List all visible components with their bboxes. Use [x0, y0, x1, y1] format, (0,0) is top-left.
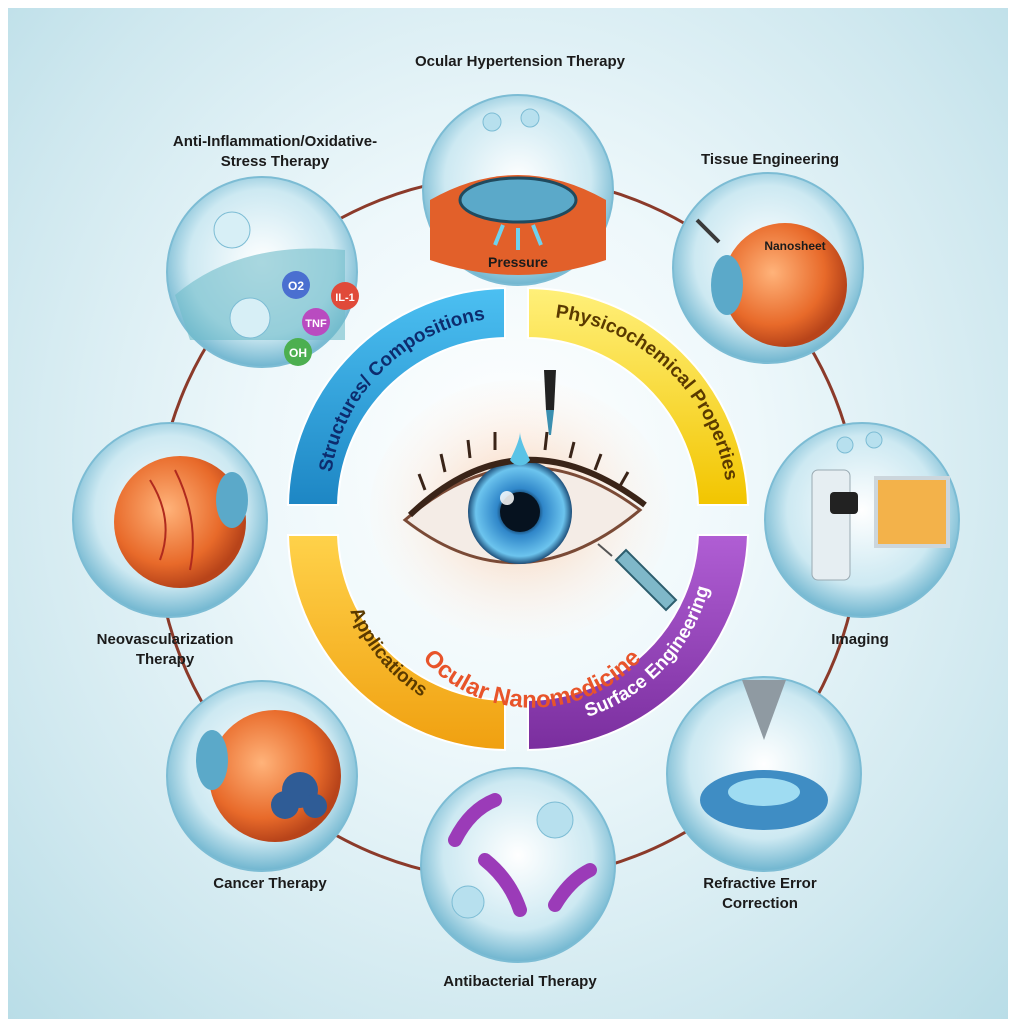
- bubble-tissue-engineering: Nanosheet: [673, 173, 863, 363]
- bubble-anti-inflammation: O2 IL-1 TNF OH: [167, 177, 359, 367]
- bubble-imaging: [765, 423, 959, 617]
- label-anti-inflammation: Anti-Inflammation/Oxidative- Stress Ther…: [130, 132, 420, 172]
- oh-label: OH: [289, 346, 307, 360]
- label-ocular-hypertension: Ocular Hypertension Therapy: [360, 52, 680, 72]
- bubble-cancer: [167, 681, 357, 871]
- label-imaging: Imaging: [800, 630, 920, 650]
- label-neovascularization: Neovascularization Therapy: [50, 630, 280, 670]
- bubble-refractive-error: [667, 677, 861, 871]
- label-refractive-error: Refractive Error Correction: [660, 874, 860, 914]
- tnf-label: TNF: [305, 318, 327, 330]
- o2-label: O2: [288, 279, 304, 293]
- nanosheet-label: Nanosheet: [764, 239, 825, 253]
- central-eye-illustration: [370, 370, 676, 640]
- il1-label: IL-1: [335, 292, 355, 304]
- label-antibacterial: Antibacterial Therapy: [400, 972, 640, 992]
- label-tissue-engineering: Tissue Engineering: [660, 150, 880, 170]
- label-cancer: Cancer Therapy: [170, 874, 370, 894]
- bubble-antibacterial: [421, 768, 615, 962]
- pressure-label: Pressure: [488, 254, 548, 270]
- bubble-neovascularization: [73, 423, 267, 617]
- bubble-ocular-hypertension: Pressure: [423, 95, 613, 285]
